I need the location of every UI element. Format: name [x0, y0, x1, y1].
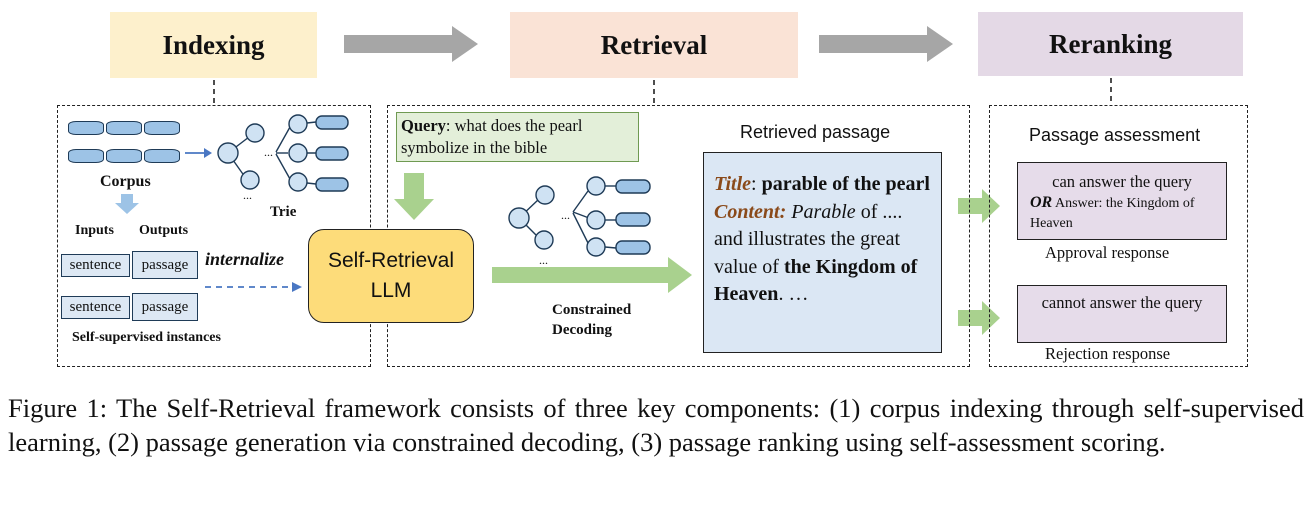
passage-content-1: of .... and illustrates the great value … — [714, 200, 903, 278]
approval-caption: Approval response — [1045, 243, 1170, 262]
approval-line-2: OR Answer: the Kingdom of Heaven — [1018, 193, 1226, 234]
corpus-down-arrow — [115, 194, 139, 214]
stage-arrow-1 — [344, 26, 478, 62]
passage-assessment-heading: Passage assessment — [1029, 125, 1201, 145]
diagram-graphics — [115, 26, 1112, 335]
passage-title: parable of the pearl — [761, 173, 930, 195]
figure-label: Figure 1: — [8, 393, 108, 423]
passage-title-label: Title — [714, 173, 752, 195]
internalize-label: internalize — [205, 249, 285, 269]
passage-content-label: Content: — [714, 200, 787, 223]
decoding-line-2: Decoding — [552, 322, 612, 338]
or-label: OR — [1030, 194, 1053, 211]
corpus-label: Corpus — [100, 173, 151, 190]
stage-arrow-2 — [819, 26, 953, 62]
trie-dots: ... — [539, 253, 548, 267]
internalize-arrow — [292, 282, 302, 292]
rejection-text: cannot answer the query — [1041, 293, 1203, 312]
stage-retrieval-label: Retrieval — [600, 29, 708, 60]
database-icon — [144, 149, 180, 163]
corpus-arrow — [204, 148, 212, 158]
llm-line-2: LLM — [370, 279, 412, 302]
instances-caption: Self-supervised instances — [72, 330, 221, 345]
stage-indexing: Indexing — [110, 12, 317, 78]
approval-box: can answer the query OR Answer: the King… — [1017, 162, 1227, 240]
query-label: Query — [401, 116, 446, 135]
corpus-row-1 — [68, 121, 180, 135]
rejection-box: cannot answer the query — [1017, 285, 1227, 343]
stage-indexing-label: Indexing — [162, 29, 265, 60]
database-icon — [106, 121, 142, 135]
database-icon — [68, 121, 104, 135]
reranking-panel — [989, 105, 1248, 367]
query-box: Query: what does the pearl symbolize in … — [396, 112, 639, 162]
decoding-arrow — [492, 257, 692, 293]
indexing-trie — [217, 114, 349, 192]
database-icon — [106, 149, 142, 163]
trie-label: Trie — [270, 204, 297, 220]
approval-answer: Answer: the Kingdom of Heaven — [1030, 196, 1195, 231]
instance-output: passage — [132, 251, 198, 279]
constrained-decoding-label: Constrained Decoding — [552, 300, 631, 340]
instance-input: sentence — [61, 254, 130, 277]
trie-dots: ... — [243, 188, 252, 202]
database-icon — [68, 149, 104, 163]
self-retrieval-llm: Self-Retrieval LLM — [308, 229, 474, 323]
instance-input: sentence — [61, 296, 130, 319]
stage-reranking: Reranking — [978, 12, 1243, 76]
outputs-label: Outputs — [139, 223, 189, 238]
figure-caption: Figure 1: The Self-Retrieval framework c… — [8, 391, 1304, 459]
approval-line-1: can answer the query — [1052, 172, 1192, 191]
trie-dots: ... — [561, 208, 570, 222]
database-icon — [144, 121, 180, 135]
retrieval-trie — [508, 176, 651, 257]
passage-title-sep: : — [751, 173, 762, 195]
passage-content-2: . … — [778, 283, 809, 305]
query-text: : what does the pearl symbolize in the b… — [401, 116, 583, 157]
stage-retrieval: Retrieval — [510, 12, 798, 78]
query-down-arrow — [394, 173, 434, 220]
passage-content-bold: the Kingdom of Heaven — [714, 255, 918, 306]
decoding-line-1: Constrained — [552, 302, 632, 318]
retrieved-passage-heading: Retrieved passage — [740, 122, 891, 142]
trie-dots: ... — [264, 145, 273, 159]
llm-line-1: Self-Retrieval — [327, 249, 455, 272]
rejection-caption: Rejection response — [1045, 344, 1171, 363]
stage-reranking-label: Reranking — [1048, 28, 1173, 59]
figure-caption-text: The Self-Retrieval framework consists of… — [8, 393, 1304, 457]
instance-output: passage — [132, 293, 198, 321]
corpus-row-2 — [68, 149, 180, 163]
inputs-label: Inputs — [75, 223, 114, 238]
passage-content-italic: Parable — [786, 200, 856, 223]
